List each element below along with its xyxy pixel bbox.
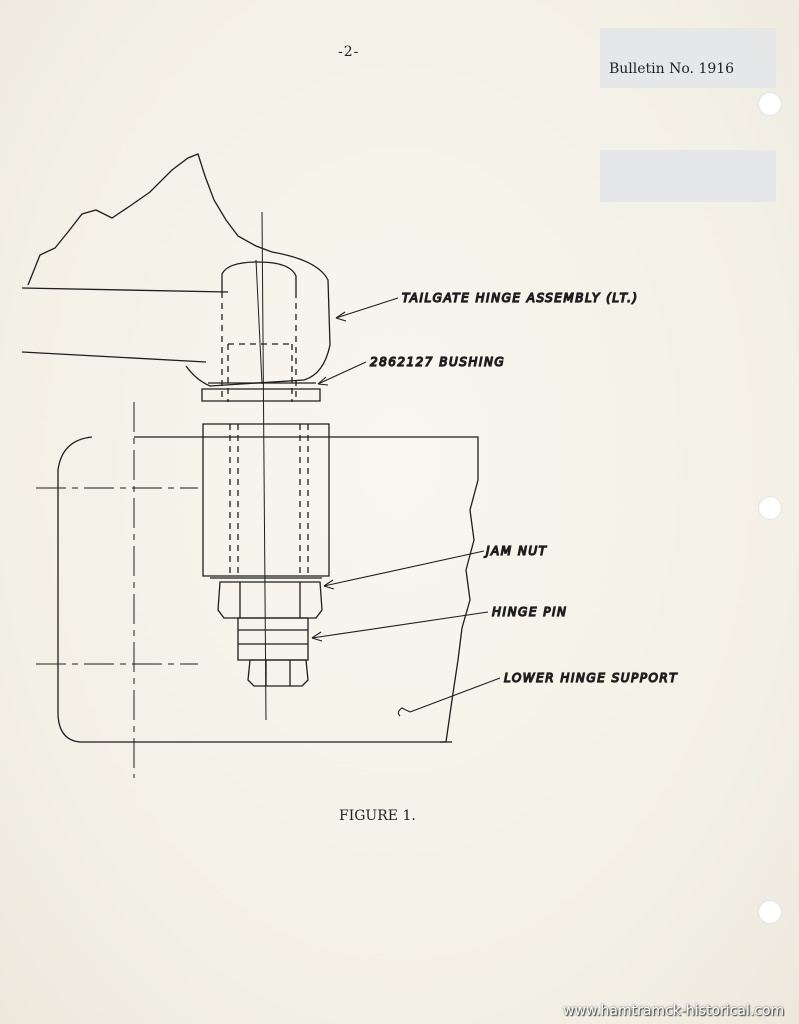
page-number: -2- <box>338 44 360 60</box>
punch-hole <box>758 900 782 924</box>
support-block <box>203 424 329 576</box>
site-watermark: www.hamtramck-historical.com <box>563 1003 785 1019</box>
body-panel-outline <box>28 154 272 285</box>
callout-hinge-pin: HINGE PIN <box>492 605 568 619</box>
centre-line-vertical <box>262 212 266 720</box>
lower-hinge-support-outline <box>58 437 478 742</box>
bleed-through-block <box>600 150 776 202</box>
hinge-pin-shaft <box>238 618 308 660</box>
pin-dome <box>222 262 296 292</box>
pin-end-nut <box>248 660 308 686</box>
callout-bushing: 2862127 BUSHING <box>370 355 505 369</box>
punch-hole <box>758 92 782 116</box>
bushing-washer <box>202 389 320 401</box>
bleed-through-block <box>600 28 776 88</box>
callout-leaders <box>312 298 500 716</box>
hinge-diagram: TAILGATE HINGE ASSEMBLY (LT.) 2862127 BU… <box>0 140 678 820</box>
hinge-assembly-outline <box>186 252 330 386</box>
body-panel-edge <box>22 288 228 292</box>
callout-lower-hinge-support: LOWER HINGE SUPPORT <box>504 671 678 685</box>
callout-jam-nut: JAM NUT <box>484 544 548 558</box>
bulletin-number: Bulletin No. 1916 <box>609 61 735 77</box>
punch-hole <box>758 496 782 520</box>
figure-caption: FIGURE 1. <box>339 808 416 824</box>
tailgate-lower-edge <box>22 352 206 362</box>
jam-nut <box>218 582 322 618</box>
callout-tailgate-hinge: TAILGATE HINGE ASSEMBLY (LT.) <box>402 291 639 305</box>
